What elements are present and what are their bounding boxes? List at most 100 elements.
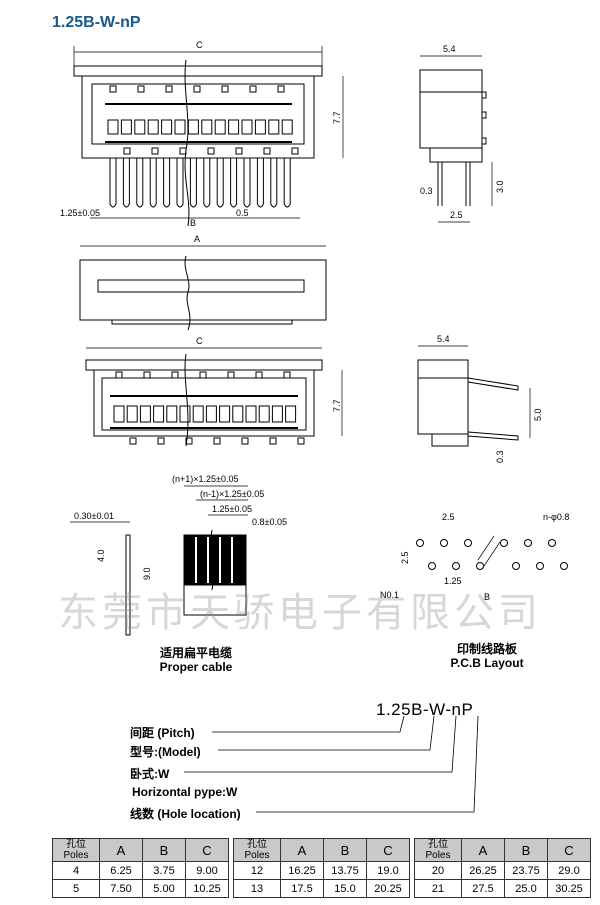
dim-pitch-label: 1.25±0.05 [60, 208, 100, 218]
side-view-top: 5.4 3.0 0.3 2.5 [419, 44, 505, 223]
connector-pin [203, 158, 211, 208]
connector-pin [216, 158, 224, 208]
pcb-hole [416, 539, 424, 547]
table-cell: 13.75 [323, 861, 367, 880]
contact-slot [254, 119, 266, 135]
table-cell: 4 [52, 861, 100, 880]
contact-slot [228, 119, 240, 135]
table-cell: 19.0 [366, 861, 410, 880]
legend-type: 卧式:W [130, 767, 170, 781]
contact-slot [187, 119, 199, 135]
contact-slot [113, 405, 125, 423]
pcb-hole-label: n-φ0.8 [543, 512, 569, 522]
legend-model: 型号:(Model) [130, 745, 201, 759]
contact-slot [161, 119, 173, 135]
contact-slot [241, 119, 253, 135]
contact-slot [285, 405, 297, 423]
table-cell: 30.25 [547, 879, 591, 898]
pcb-dim-b: B [484, 592, 490, 602]
pcb-caption-cn: 印制线路板 [456, 642, 517, 656]
contact-slot [147, 119, 159, 135]
housing-tab [157, 437, 165, 445]
header-b: B [142, 838, 186, 862]
cable-dim-4-0: 4.0 [96, 549, 106, 562]
pcb-hole [440, 539, 448, 547]
table-cell: 5.00 [142, 879, 186, 898]
contact-slot [153, 405, 165, 423]
contact-slot [271, 405, 283, 423]
contact-slot [205, 405, 217, 423]
contact-slot [126, 405, 138, 423]
cable-dim-3: 1.25±0.05 [212, 504, 252, 514]
watermark-company: 东莞市天骄电子有限公司 [58, 590, 542, 636]
dim-c-bottom-label: C [196, 336, 203, 346]
dim-7-7-bottom-label: 7.7 [332, 399, 342, 412]
header-a: A [280, 838, 324, 862]
contact-slot [214, 119, 226, 135]
legend-leaders [184, 715, 479, 813]
pcb-n01-label: N0.1 [380, 590, 399, 600]
front-view-top: C 7.7 1.25±0.05 B 0.5 [60, 40, 344, 228]
pcb-hole [560, 562, 568, 570]
header-poles-en: Poles [63, 850, 89, 861]
contact-slot [134, 119, 146, 135]
pcb-hole [500, 539, 508, 547]
housing-tab [199, 371, 207, 379]
housing-tab [227, 371, 235, 379]
header-a: A [99, 838, 143, 862]
pcb-dim-2-5-side: 2.5 [400, 551, 410, 564]
contact-slot [232, 405, 244, 423]
housing-tab [143, 371, 151, 379]
contact-slot [179, 405, 191, 423]
table-cell: 20 [414, 861, 462, 880]
table-cell: 26.25 [461, 861, 505, 880]
table-cell: 12 [233, 861, 281, 880]
contact-slot [174, 119, 186, 135]
cable-dim-2: (n-1)×1.25±0.05 [200, 489, 264, 499]
dim-0-5-label: 0.5 [236, 208, 249, 218]
dim-5-4-bottom-label: 5.4 [437, 334, 450, 344]
front-view-bottom: C 7.7 [85, 336, 343, 447]
housing-tab [179, 147, 187, 155]
dim-5-0-label: 5.0 [533, 408, 543, 421]
header-c: C [547, 838, 591, 862]
part-number-code: 1.25B-W-nP [376, 700, 474, 719]
pcb-dim-2-5-top: 2.5 [442, 512, 455, 522]
housing-tab [137, 85, 145, 93]
table-cell: 15.0 [323, 879, 367, 898]
connector-pin [163, 158, 171, 208]
connector-pin [176, 158, 184, 208]
dim-2-5-label: 2.5 [450, 210, 463, 220]
header-poles-en: Poles [244, 850, 270, 861]
contact-slot [258, 405, 270, 423]
pcb-hole [476, 562, 484, 570]
header-a: A [461, 838, 505, 862]
connector-pin [122, 158, 130, 208]
housing-tab [109, 85, 117, 93]
contact-slot [139, 405, 151, 423]
table-cell: 21 [414, 879, 462, 898]
housing-tab [263, 147, 271, 155]
pcb-layout-view: 2.5 2.5 1.25 B n-φ0.8 N0.1 [380, 512, 569, 602]
contact-slot [245, 405, 257, 423]
connector-pin [136, 158, 144, 208]
header-b: B [504, 838, 548, 862]
cable-dim-9-0: 9.0 [142, 567, 152, 580]
table-cell: 29.0 [547, 861, 591, 880]
cable-caption-en: Proper cable [159, 660, 233, 674]
pcb-hole [548, 539, 556, 547]
housing-tab [291, 147, 299, 155]
connector-pin [256, 158, 264, 208]
housing-tab [249, 85, 257, 93]
contact-slot [166, 405, 178, 423]
contact-slot [268, 119, 280, 135]
dim-a-label: A [194, 234, 200, 244]
header-c: C [185, 838, 229, 862]
flat-cable-view: (n+1)×1.25±0.05 (n-1)×1.25±0.05 1.25±0.0… [70, 474, 287, 636]
legend-horizontal: Horizontal pype:W [132, 785, 238, 799]
